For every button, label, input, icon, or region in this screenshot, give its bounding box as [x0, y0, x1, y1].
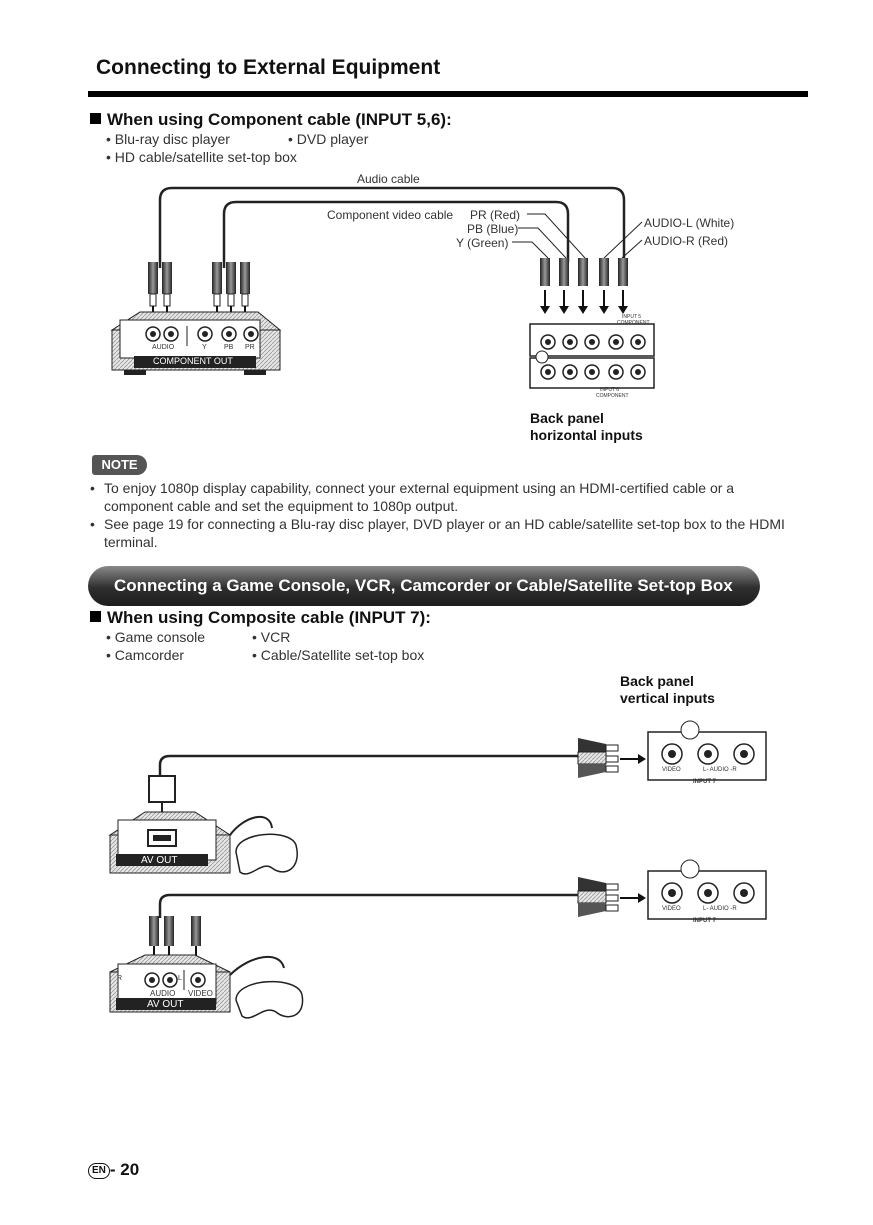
game-console-device-bottom	[109, 916, 304, 1019]
pr-red-label: PR (Red)	[470, 208, 521, 222]
component-out-label: COMPONENT OUT	[153, 356, 233, 366]
note-item-1: •To enjoy 1080p display capability, conn…	[90, 480, 735, 514]
panel-video-label-bottom: VIDEO	[662, 906, 681, 912]
device-audio-label: AUDIO	[152, 344, 175, 351]
back-panel-vertical-label: Back panel	[620, 673, 694, 689]
av-out-label-top: AV OUT	[141, 855, 178, 866]
bullet-cable-box: • Cable/Satellite set-top box	[252, 647, 425, 663]
component-video-cable-label: Component video cable	[327, 208, 454, 222]
back-panel-vertical-inputs-top	[647, 720, 767, 781]
lang-badge: EN	[88, 1163, 110, 1179]
audio-cable-label: Audio cable	[357, 172, 420, 186]
input5-label: INPUT 5	[622, 314, 642, 320]
panel-audio-label-top: L- AUDIO -R	[703, 767, 737, 773]
bullet-vcr: • VCR	[252, 629, 291, 645]
video-label: VIDEO	[188, 989, 213, 998]
device-y-label: Y	[202, 344, 207, 351]
bullet-camcorder: • Camcorder	[106, 647, 185, 663]
page-title: Connecting to External Equipment	[96, 56, 441, 79]
y-green-label: Y (Green)	[456, 236, 509, 250]
game-console-device-top	[108, 775, 298, 875]
square-bullet-icon	[90, 611, 101, 622]
vertical-inputs-label: vertical inputs	[620, 690, 715, 706]
audio-label: AUDIO	[150, 989, 176, 998]
composite-heading-text: When using Composite cable (INPUT 7):	[107, 608, 431, 627]
device-pb-label: PB	[224, 344, 234, 351]
audio-l-white-label: AUDIO-L (White)	[644, 216, 735, 230]
horizontal-inputs-label: horizontal inputs	[530, 427, 643, 443]
l-label: L	[178, 975, 182, 982]
panel-audio-label-bottom: L- AUDIO -R	[703, 906, 737, 912]
bullet-hd-box: • HD cable/satellite set-top box	[106, 149, 297, 165]
input7-label-bottom: INPUT 7	[693, 918, 717, 924]
back-panel-label: Back panel	[530, 410, 604, 426]
section-banner: Connecting a Game Console, VCR, Camcorde…	[88, 566, 760, 606]
r-label: R	[117, 975, 123, 982]
pb-blue-label: PB (Blue)	[467, 222, 519, 236]
av-out-label-bottom: AV OUT	[147, 999, 184, 1010]
composite-section-heading: When using Composite cable (INPUT 7):	[90, 608, 431, 628]
component-section-heading: When using Component cable (INPUT 5,6):	[90, 110, 452, 130]
back-panel-horizontal-inputs	[529, 323, 655, 389]
component-label-top: COMPONENT	[617, 320, 650, 326]
composite-plugs-top	[577, 738, 619, 778]
back-panel-vertical-inputs-bottom	[647, 859, 767, 920]
device-pr-label: PR	[245, 344, 255, 351]
component-source-device	[110, 311, 282, 375]
note-item-2: •See page 19 for connecting a Blu-ray di…	[90, 516, 785, 550]
page-number: EN- 20	[88, 1160, 139, 1180]
input6-label: INPUT 6	[600, 387, 620, 393]
right-plugs	[540, 258, 628, 286]
component-heading-text: When using Component cable (INPUT 5,6):	[107, 110, 452, 129]
left-plugs	[148, 262, 250, 307]
note-badge: NOTE	[92, 455, 147, 475]
panel-video-label-top: VIDEO	[662, 767, 681, 773]
title-rule	[88, 91, 808, 97]
composite-plugs-bottom	[577, 877, 619, 917]
bullet-dvd: • DVD player	[288, 131, 369, 147]
bullet-bluray: • Blu-ray disc player	[106, 131, 230, 147]
bullet-game-console: • Game console	[106, 629, 206, 645]
square-bullet-icon	[90, 113, 101, 124]
audio-r-red-label: AUDIO-R (Red)	[644, 234, 729, 248]
component-label-bottom: COMPONENT	[596, 393, 629, 399]
input7-label-top: INPUT 7	[693, 779, 717, 785]
